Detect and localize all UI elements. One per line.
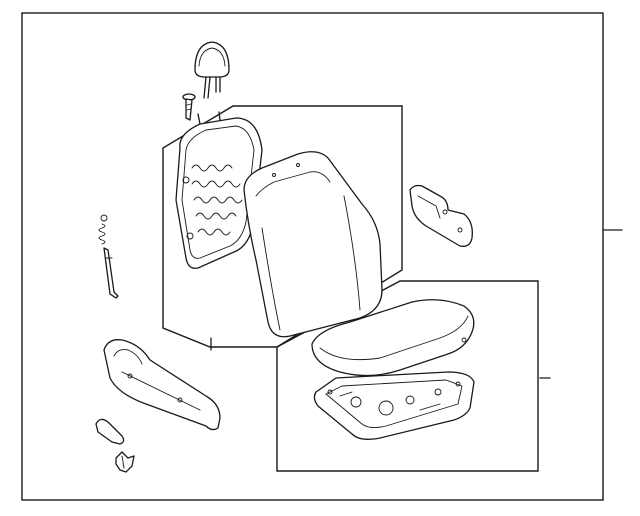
outer-frame	[21, 12, 604, 501]
clip-icon	[115, 451, 135, 473]
seatback-cushion-icon	[243, 151, 383, 338]
seatback-frame-icon	[175, 111, 263, 269]
seatback-group-box	[162, 105, 403, 348]
side-shield-icon	[103, 339, 221, 431]
spring-icon	[98, 214, 119, 299]
seat-frame-icon	[313, 371, 475, 440]
knob-icon	[95, 418, 125, 445]
headrest-icon	[194, 41, 230, 99]
headrest-guide-icon	[182, 93, 196, 121]
seat-cushion-icon	[311, 299, 475, 377]
side-cover-icon	[409, 184, 473, 247]
